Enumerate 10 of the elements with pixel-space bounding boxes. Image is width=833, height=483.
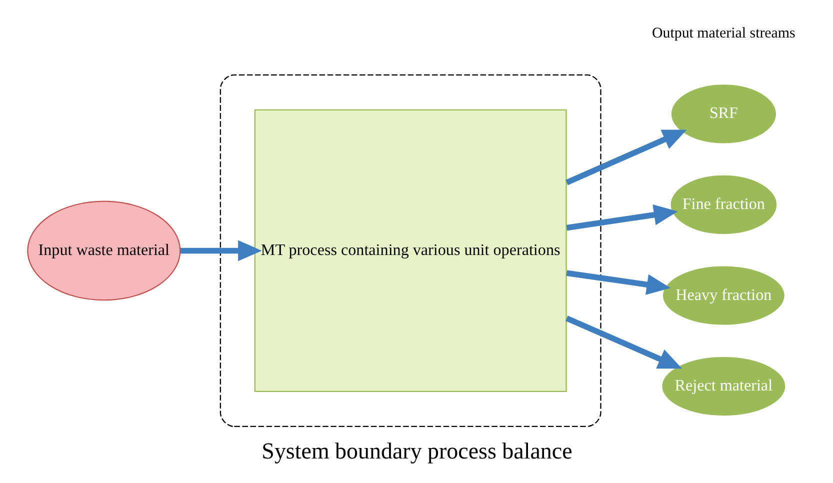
node-ellipse: Input waste material bbox=[26, 200, 180, 301]
arrow bbox=[565, 316, 682, 369]
label: Output material streams bbox=[651, 25, 795, 42]
node-box: MT process containing various unit operations bbox=[254, 109, 566, 392]
arrow bbox=[180, 240, 262, 262]
cluster bbox=[219, 74, 601, 428]
caption: System boundary process balance bbox=[261, 438, 572, 464]
arrow bbox=[566, 204, 678, 231]
arrow bbox=[565, 130, 686, 186]
arrow bbox=[566, 270, 670, 295]
